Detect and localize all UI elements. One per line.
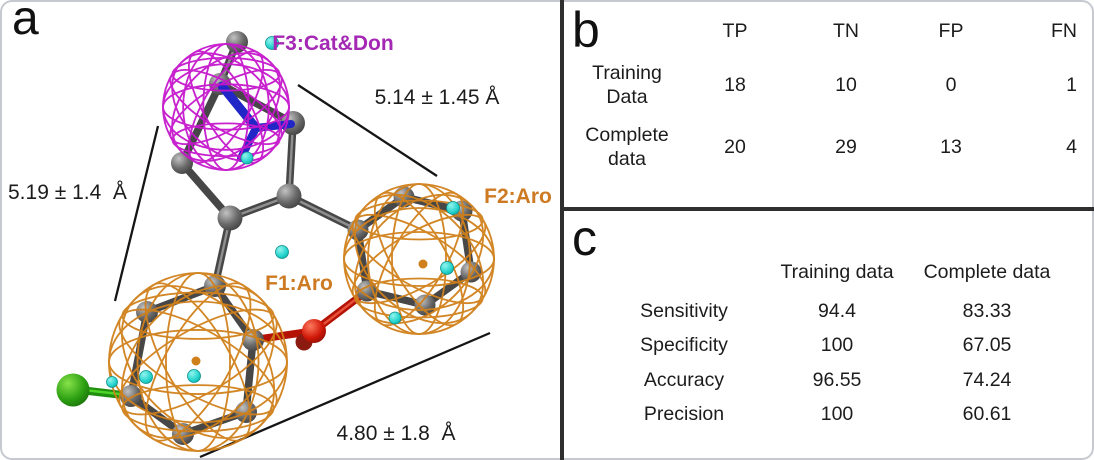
carbon-atom xyxy=(276,183,302,209)
cell-value: 1 xyxy=(1066,73,1077,96)
table-row: Precision 100 60.61 xyxy=(594,398,1094,433)
distance-label-f1-f2: 4.80 ± 1.8 Å xyxy=(337,422,456,445)
row-label: Precision xyxy=(643,403,725,426)
cell-value: 83.33 xyxy=(962,299,1012,322)
column-header-tp: TP xyxy=(722,19,748,42)
cell-value: 100 xyxy=(820,334,854,357)
distance-lines xyxy=(113,84,491,459)
table-row: Accuracy 96.55 74.24 xyxy=(594,363,1094,398)
panel-a-letter: a xyxy=(12,0,39,45)
ring-centroid-marker xyxy=(191,356,201,366)
cell-value: 60.61 xyxy=(962,403,1012,426)
table-header-row: Training data Complete data xyxy=(594,256,1094,290)
table-row: Complete data 20 29 13 4 xyxy=(564,116,1094,178)
column-header-fp: FP xyxy=(938,19,964,42)
row-label: Accuracy xyxy=(643,368,725,391)
cell-value: 94.4 xyxy=(818,299,856,322)
cell-value: 0 xyxy=(945,73,957,96)
row-label: Complete data xyxy=(585,123,669,170)
table-header-row: TP TN FP FN xyxy=(564,8,1094,54)
row-label: Sensitivity xyxy=(640,299,728,322)
distance-line-f3-f2 xyxy=(297,84,438,177)
metrics-table: Training data Complete data Sensitivity … xyxy=(564,210,1094,432)
cell-value: 67.05 xyxy=(962,334,1012,357)
cell-value: 18 xyxy=(724,73,746,96)
cyan-point xyxy=(139,370,153,384)
sphere-f2-aro xyxy=(328,168,510,350)
panel-b-letter: b xyxy=(572,2,600,58)
cyan-point xyxy=(240,151,254,165)
row-label: Training Data xyxy=(592,61,662,108)
confusion-matrix-table: TP TN FP FN Training Data 18 10 0 1 Comp… xyxy=(564,8,1094,178)
cell-value: 4 xyxy=(1066,135,1077,158)
distance-label-f3-f2: 5.14 ± 1.45 Å xyxy=(375,86,500,109)
chlorine-atom xyxy=(56,373,90,407)
cell-value: 100 xyxy=(820,403,854,426)
table-row: Specificity 100 67.05 xyxy=(594,329,1094,364)
oxygen-atom xyxy=(302,319,326,343)
cyan-point xyxy=(106,376,118,388)
ring-centroid-marker xyxy=(418,259,428,269)
cyan-point xyxy=(187,369,201,383)
carbon-atom xyxy=(226,31,248,53)
feature-label-f3: F3:Cat&Don xyxy=(272,32,393,55)
distance-line-f3-f1 xyxy=(113,125,160,302)
panel-c-letter: c xyxy=(572,210,597,266)
row-label: Specificity xyxy=(640,334,728,357)
table-row: Sensitivity 94.4 83.33 xyxy=(594,294,1094,329)
carbon-atom xyxy=(217,205,243,231)
cell-value: 29 xyxy=(835,135,857,158)
cell-value: 20 xyxy=(724,135,746,158)
panel-b: b TP TN FP FN Training Data 18 10 0 1 Co… xyxy=(564,0,1094,207)
cyan-point xyxy=(265,36,279,50)
cell-value: 74.24 xyxy=(962,368,1012,391)
column-header-tn: TN xyxy=(833,19,859,42)
distance-label-f3-f1: 5.19 ± 1.4 Å xyxy=(8,181,127,204)
carbon-atom xyxy=(356,280,378,302)
feature-label-f2: F2:Aro xyxy=(484,185,552,208)
cyan-point xyxy=(388,311,402,325)
horizontal-divider xyxy=(563,207,1094,211)
cyan-point xyxy=(275,245,289,259)
column-header-training: Training data xyxy=(780,261,894,284)
cell-value: 10 xyxy=(835,73,857,96)
cell-value: 13 xyxy=(940,135,962,158)
point-markers xyxy=(106,36,460,388)
panel-c: c Training data Complete data Sensitivit… xyxy=(564,210,1094,460)
feature-label-f1: F1:Aro xyxy=(265,272,333,295)
cyan-point xyxy=(446,201,460,215)
cyan-point xyxy=(440,261,454,275)
column-header-fn: FN xyxy=(1051,19,1077,42)
cell-value: 96.55 xyxy=(812,368,862,391)
vertical-divider xyxy=(560,0,564,460)
pharmacophore-model: F3:Cat&Don F2:Aro F1:Aro 5.14 ± 1.45 Å 5… xyxy=(8,31,552,460)
column-header-complete: Complete data xyxy=(923,261,1051,284)
table-row: Training Data 18 10 0 1 xyxy=(564,54,1094,116)
